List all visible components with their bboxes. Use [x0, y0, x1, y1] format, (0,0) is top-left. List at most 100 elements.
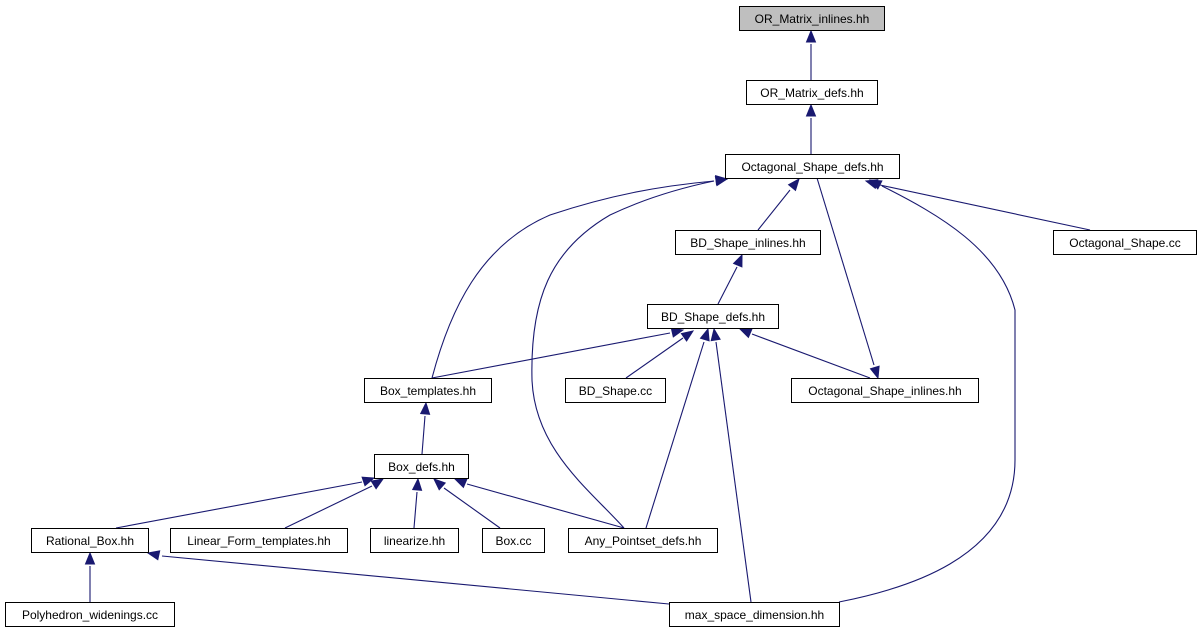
- edge-arrowhead: [714, 175, 729, 187]
- edge-arrowhead: [680, 330, 695, 342]
- node-label: Polyhedron_widenings.cc: [22, 608, 158, 622]
- node-label: linearize.hh: [384, 534, 445, 548]
- node-box[interactable]: [647, 304, 779, 329]
- node-linearize[interactable]: linearize.hh: [370, 528, 459, 553]
- edge-arrowhead: [869, 365, 880, 380]
- edge-box_templates-to-bd_shape_defs: [431, 327, 685, 379]
- node-box[interactable]: [675, 230, 821, 255]
- edge-box_cc-to-box_defs: [433, 478, 501, 529]
- edge-any_pointset_defs-to-octagonal_shape_defs: [531, 175, 729, 529]
- node-box[interactable]: [31, 528, 149, 553]
- node-label: Octagonal_Shape_defs.hh: [741, 160, 883, 174]
- node-box[interactable]: [565, 378, 666, 403]
- edge-arrowhead: [361, 476, 376, 487]
- edge-polyhedron_widenings-to-rational_box: [84, 551, 96, 602]
- node-box[interactable]: [482, 528, 545, 553]
- node-label: Box.cc: [495, 534, 531, 548]
- edge-line: [751, 333, 871, 379]
- node-box[interactable]: [746, 80, 878, 105]
- node-rational-box[interactable]: Rational_Box.hh: [31, 528, 149, 553]
- node-label: Box_defs.hh: [388, 460, 455, 474]
- edges-layer: [84, 29, 1091, 605]
- edge-line: [715, 341, 752, 603]
- edge-line: [757, 189, 791, 231]
- edge-arrowhead: [84, 551, 96, 565]
- edge-any_pointset_defs-to-box_defs: [453, 478, 625, 529]
- edge-line: [413, 491, 418, 529]
- edge-line: [816, 177, 875, 366]
- edge-arrowhead: [411, 477, 423, 491]
- edge-line: [645, 341, 705, 529]
- node-bd-shape-inlines[interactable]: BD_Shape_inlines.hh: [675, 230, 821, 255]
- edge-arrowhead: [787, 177, 800, 192]
- edge-arrowhead: [710, 327, 721, 342]
- edge-line: [115, 481, 363, 529]
- node-box[interactable]: [364, 378, 492, 403]
- node-label: BD_Shape.cc: [579, 384, 652, 398]
- node-box-cc[interactable]: Box.cc: [482, 528, 545, 553]
- node-any-pointset-defs[interactable]: Any_Pointset_defs.hh: [568, 528, 718, 553]
- node-box[interactable]: [370, 528, 459, 553]
- node-box[interactable]: [791, 378, 979, 403]
- edge-line: [284, 485, 373, 529]
- node-bd-shape-cc[interactable]: BD_Shape.cc: [565, 378, 666, 403]
- node-octagonal-shape-defs[interactable]: Octagonal_Shape_defs.hh: [725, 154, 900, 179]
- node-label: Octagonal_Shape_inlines.hh: [808, 384, 961, 398]
- edge-arrowhead: [805, 29, 817, 43]
- edge-octagonal_shape_cc-to-octagonal_shape_defs: [864, 179, 1091, 231]
- edge-box_templates-to-octagonal_shape_defs: [431, 175, 729, 379]
- node-box[interactable]: [739, 6, 885, 31]
- edge-line: [161, 555, 670, 605]
- edge-any_pointset_defs-to-bd_shape_defs: [645, 327, 710, 529]
- node-octagonal-shape-cc[interactable]: Octagonal_Shape.cc: [1053, 230, 1197, 255]
- node-bd-shape-defs[interactable]: BD_Shape_defs.hh: [647, 304, 779, 329]
- edge-bd_shape_inlines-to-octagonal_shape_defs: [757, 177, 800, 231]
- node-label: Octagonal_Shape.cc: [1069, 236, 1180, 250]
- node-box[interactable]: [170, 528, 348, 553]
- node-box[interactable]: [374, 454, 469, 479]
- edge-line: [625, 337, 684, 379]
- node-box[interactable]: [669, 602, 840, 627]
- edge-linear_form_templates-to-box_defs: [284, 478, 385, 529]
- edge-arrowhead: [699, 327, 710, 342]
- node-label: BD_Shape_inlines.hh: [690, 236, 805, 250]
- edge-arrowhead: [868, 179, 883, 190]
- edge-arrowhead: [453, 478, 468, 489]
- edge-or_matrix_defs-to-or_matrix_inlines: [805, 29, 817, 80]
- node-box-defs[interactable]: Box_defs.hh: [374, 454, 469, 479]
- node-box[interactable]: [725, 154, 900, 179]
- edge-octagonal_shape_defs-to-octagonal_shape_inlines: [816, 177, 880, 380]
- node-label: Linear_Form_templates.hh: [187, 534, 330, 548]
- node-label: OR_Matrix_inlines.hh: [755, 12, 870, 26]
- edge-line: [879, 184, 1091, 231]
- node-box-templates[interactable]: Box_templates.hh: [364, 378, 492, 403]
- node-or-matrix-inlines[interactable]: OR_Matrix_inlines.hh: [739, 6, 885, 31]
- edge-arrowhead: [738, 328, 753, 339]
- edge-line: [431, 332, 671, 379]
- node-or-matrix-defs[interactable]: OR_Matrix_defs.hh: [746, 80, 878, 105]
- node-label: Rational_Box.hh: [46, 534, 134, 548]
- edge-arrowhead: [146, 550, 161, 561]
- node-box[interactable]: [1053, 230, 1197, 255]
- node-octagonal-shape-inlines[interactable]: Octagonal_Shape_inlines.hh: [791, 378, 979, 403]
- node-linear-form-templates[interactable]: Linear_Form_templates.hh: [170, 528, 348, 553]
- node-label: BD_Shape_defs.hh: [661, 310, 765, 324]
- edge-arrowhead: [805, 103, 817, 117]
- edge-rational_box-to-box_defs: [115, 476, 376, 529]
- edge-arrowhead: [370, 478, 385, 490]
- node-label: max_space_dimension.hh: [685, 608, 824, 622]
- node-label: OR_Matrix_defs.hh: [760, 86, 863, 100]
- edge-arrowhead: [670, 327, 685, 338]
- node-box[interactable]: [568, 528, 718, 553]
- node-polyhedron-widenings[interactable]: Polyhedron_widenings.cc: [5, 602, 175, 627]
- edge-line: [431, 180, 715, 379]
- edge-octagonal_shape_inlines-to-bd_shape_defs: [738, 328, 871, 379]
- node-max-space-dimension[interactable]: max_space_dimension.hh: [669, 602, 840, 627]
- edge-line: [466, 483, 625, 529]
- node-box[interactable]: [5, 602, 175, 627]
- edge-bd_shape_cc-to-bd_shape_defs: [625, 330, 695, 379]
- nodes-layer: OR_Matrix_inlines.hhOR_Matrix_defs.hhOct…: [5, 6, 1197, 627]
- edge-line: [421, 415, 426, 455]
- edge-max_space_dimension-to-rational_box: [146, 550, 670, 605]
